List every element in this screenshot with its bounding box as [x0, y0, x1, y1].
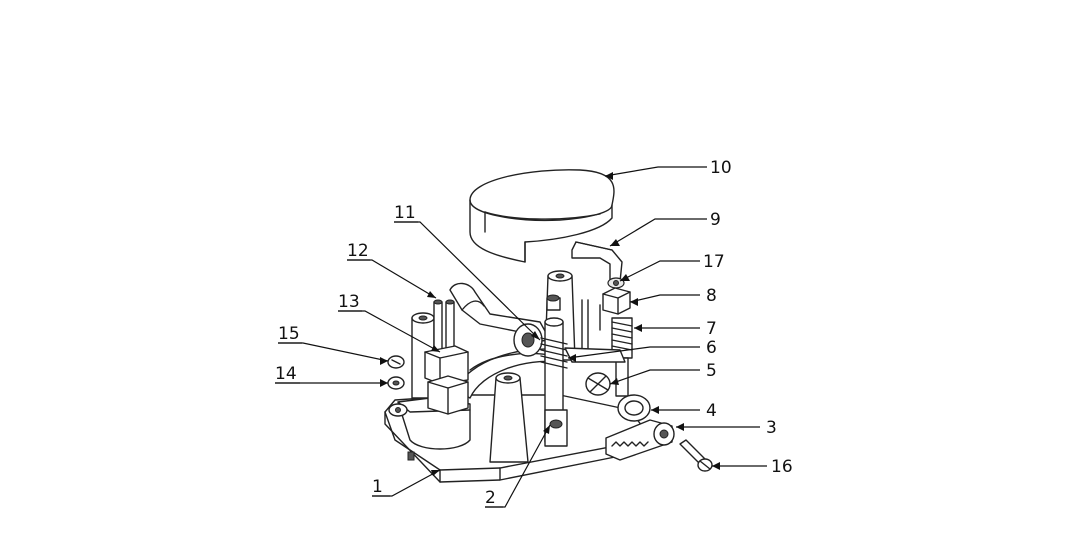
- small-washer-part: [387, 376, 405, 390]
- label-5: 5: [706, 361, 717, 381]
- label-9: 9: [710, 210, 721, 230]
- label-15: 15: [278, 324, 300, 344]
- label-13: 13: [338, 292, 360, 312]
- label-16: 16: [771, 457, 793, 477]
- label-14: 14: [275, 364, 297, 384]
- label-6: 6: [706, 338, 717, 358]
- front-tall-post: [489, 372, 529, 463]
- ring-band-part: [469, 169, 615, 263]
- label-8: 8: [706, 286, 717, 306]
- label-11: 11: [394, 203, 416, 223]
- disk-part: [585, 372, 611, 396]
- vertical-pin-pair: [581, 299, 601, 351]
- small-screw-part: [387, 355, 405, 369]
- label-3: 3: [766, 418, 777, 438]
- label-12: 12: [347, 241, 369, 261]
- label-7: 7: [706, 319, 717, 339]
- label-4: 4: [706, 401, 717, 421]
- label-17: 17: [703, 252, 725, 272]
- screw-part: [679, 439, 713, 472]
- bent-lever-part: [571, 241, 623, 283]
- right-spring-part: [611, 317, 633, 397]
- label-10: 10: [710, 158, 732, 178]
- central-shaft-part: [540, 294, 568, 447]
- ring-washer-part: [617, 394, 651, 422]
- label-1: 1: [372, 477, 383, 497]
- callout-labels: 10 9 17 8 7 6 5 4 3 16 11 12 13 15 14 1 …: [275, 158, 793, 508]
- curved-arm-part: [449, 282, 551, 357]
- cube-block-part: [427, 375, 469, 415]
- label-2: 2: [485, 488, 496, 508]
- toothed-plate-part: [605, 419, 675, 461]
- label-underlines: [275, 221, 503, 508]
- block-part: [602, 287, 631, 315]
